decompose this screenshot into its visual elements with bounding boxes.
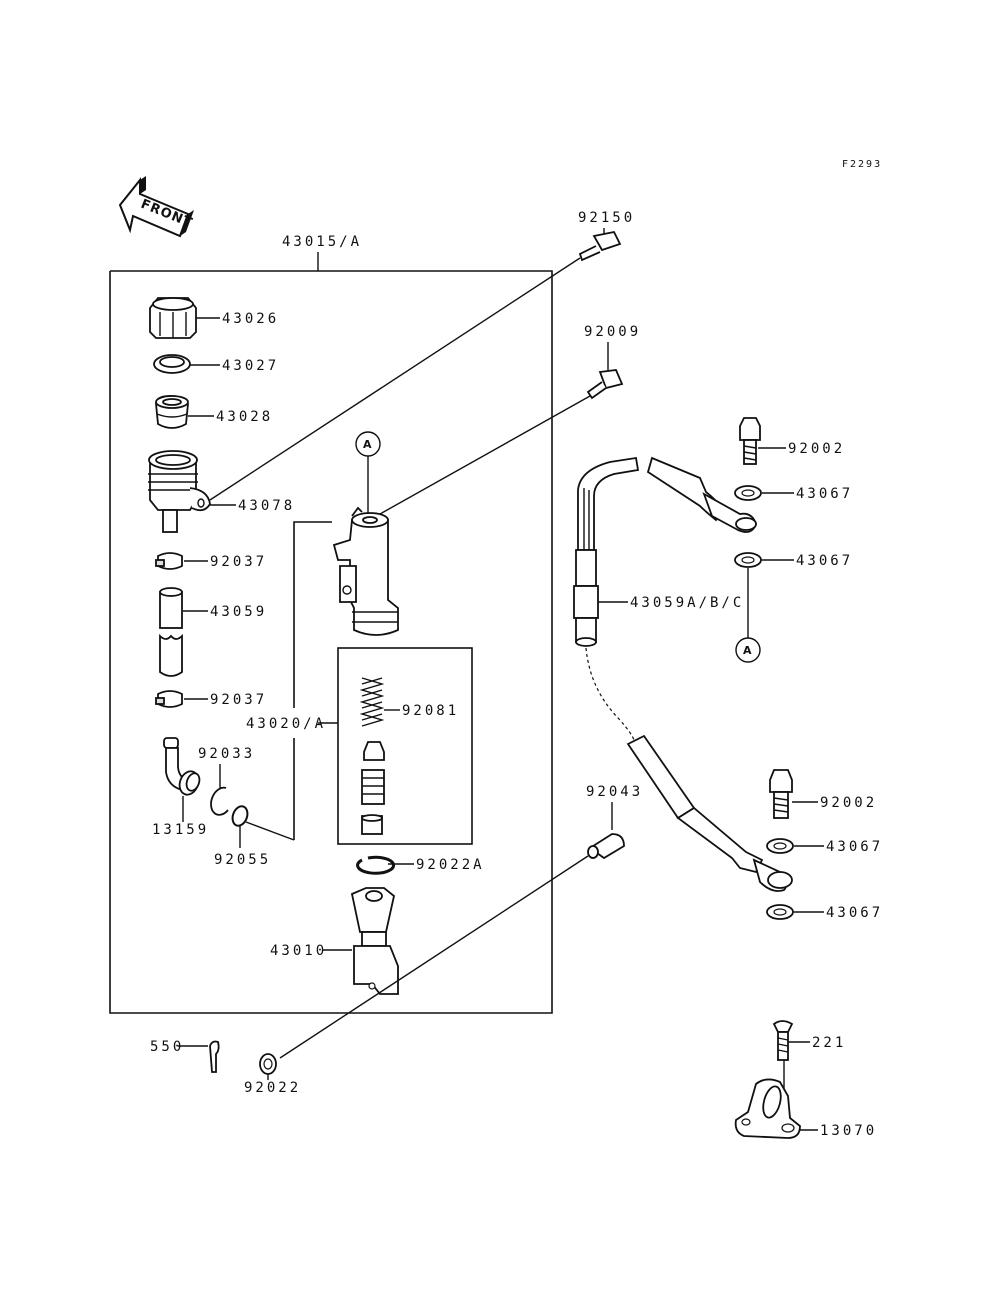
piston-components: [361, 741, 385, 835]
part-label: 13159: [152, 822, 209, 838]
part-label: 92043: [586, 784, 643, 800]
part-43020[interactable]: 43020/A: [246, 716, 338, 732]
part-label: 92055: [214, 852, 271, 868]
part-92037-upper[interactable]: 92037: [155, 552, 267, 570]
part-label: 43027: [222, 358, 279, 374]
part-label: 92009: [584, 324, 641, 340]
part-label: 221: [812, 1035, 846, 1051]
part-label-43015: 43015/A: [282, 234, 362, 250]
part-550[interactable]: 550: [150, 1039, 220, 1073]
part-92081[interactable]: 92081: [359, 677, 459, 727]
part-label: 43028: [216, 409, 273, 425]
part-label: 92022: [244, 1080, 301, 1096]
part-label: 43059A/B/C: [630, 595, 744, 611]
part-43067-b[interactable]: 43067: [734, 552, 853, 638]
part-label: 550: [150, 1039, 184, 1055]
part-43067-c[interactable]: 43067: [766, 838, 883, 855]
part-label: 92037: [210, 692, 267, 708]
master-cylinder-body[interactable]: [332, 506, 399, 636]
part-92037-lower[interactable]: 92037: [155, 690, 267, 708]
part-label: 43026: [222, 311, 279, 327]
part-label: 43067: [826, 839, 883, 855]
svg-text:A: A: [743, 644, 752, 657]
part-label: 92081: [402, 703, 459, 719]
part-43059[interactable]: 43059: [159, 587, 267, 677]
part-label: 92022A: [416, 857, 485, 873]
part-label: 92150: [578, 210, 635, 226]
part-label: 43067: [796, 486, 853, 502]
piston-assembly-bracket: [293, 521, 473, 845]
part-43067-d[interactable]: 43067: [766, 904, 883, 921]
part-label: 43010: [270, 943, 327, 959]
part-label: 13070: [820, 1123, 877, 1139]
part-92150[interactable]: 92150: [209, 210, 635, 501]
part-43059ABC[interactable]: 43059A/B/C: [573, 456, 793, 892]
part-label: 43059: [210, 604, 267, 620]
part-92055[interactable]: 92055: [214, 804, 295, 868]
part-92002-lower[interactable]: 92002: [769, 769, 877, 819]
part-43028[interactable]: 43028: [155, 395, 273, 429]
callout-a-top: A: [355, 431, 381, 514]
part-92009[interactable]: 92009: [379, 324, 641, 515]
part-13070[interactable]: 13070: [734, 1078, 877, 1139]
assembly-group-43015: 43015/A: [109, 234, 553, 1014]
part-92002-upper[interactable]: 92002: [739, 417, 845, 465]
part-43027[interactable]: 43027: [153, 354, 279, 374]
part-43010[interactable]: 43010: [270, 887, 399, 995]
part-43026[interactable]: 43026: [149, 297, 279, 339]
svg-text:A: A: [363, 438, 372, 451]
part-label: 92037: [210, 554, 267, 570]
part-label: 92002: [788, 441, 845, 457]
callout-a-right: A: [735, 637, 761, 663]
part-13159[interactable]: 13159: [152, 737, 209, 838]
part-label: 92002: [820, 795, 877, 811]
part-label: 92033: [198, 746, 255, 762]
part-label: 43078: [238, 498, 295, 514]
part-label: 43020/A: [246, 716, 326, 732]
part-label: 43067: [796, 553, 853, 569]
front-arrow-icon: FRONT: [118, 176, 195, 238]
part-92022A[interactable]: 92022A: [356, 855, 485, 875]
figure-code: F2293: [842, 159, 882, 170]
part-label: 43067: [826, 905, 883, 921]
part-92043[interactable]: 92043: [279, 784, 643, 1059]
part-92022[interactable]: 92022: [244, 1053, 301, 1096]
part-43078[interactable]: 43078: [148, 450, 295, 533]
part-43067-a[interactable]: 43067: [734, 485, 853, 502]
part-92033[interactable]: 92033: [198, 746, 255, 816]
